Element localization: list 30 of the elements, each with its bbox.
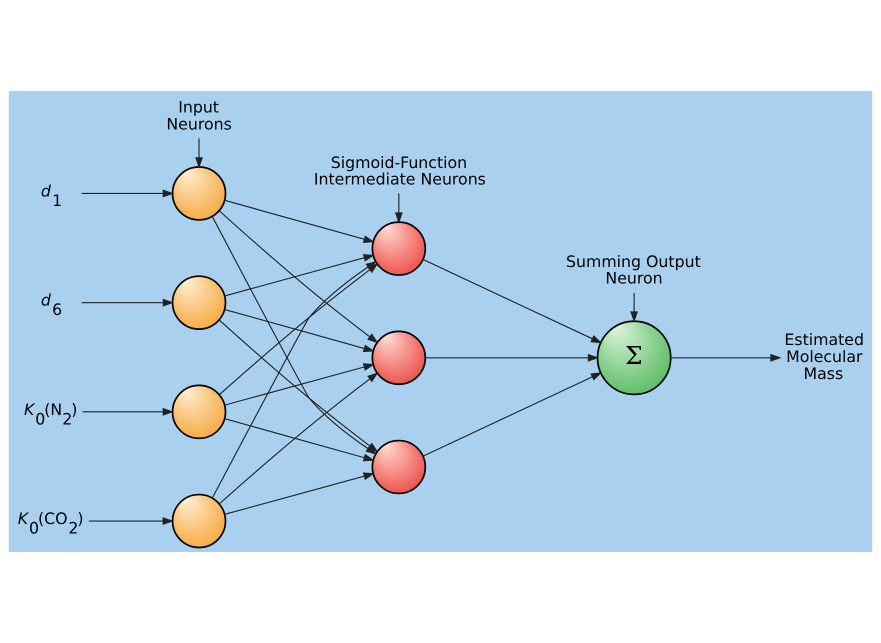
arrow xyxy=(422,372,602,457)
arrow xyxy=(425,354,600,362)
node-circle xyxy=(172,166,226,221)
node-circle xyxy=(172,494,226,548)
arrow xyxy=(224,254,375,296)
arrow xyxy=(82,298,174,307)
arrow xyxy=(224,363,375,406)
node-text: Estimated Molecular Mass xyxy=(784,330,864,383)
node-circle xyxy=(372,221,426,276)
node-circle xyxy=(172,384,226,440)
arrow xyxy=(224,418,375,462)
arrow xyxy=(82,190,174,198)
arrow xyxy=(394,194,403,224)
arrow xyxy=(224,308,375,352)
node-circle xyxy=(372,440,426,494)
node-text: Summing Output Neuron xyxy=(566,252,701,288)
node-text: Sigmoid-Function Intermediate Neurons xyxy=(314,152,486,189)
arrow xyxy=(195,138,203,169)
node-circle xyxy=(372,330,426,386)
arrow xyxy=(224,472,375,515)
arrow xyxy=(670,354,782,362)
arrow xyxy=(422,258,602,344)
arrow xyxy=(88,517,174,525)
arrow xyxy=(82,408,174,416)
node-text: Input Neurons xyxy=(166,98,232,134)
arrow xyxy=(630,292,638,323)
arrow xyxy=(224,200,375,243)
node-circle: Σ xyxy=(596,320,672,396)
arrow xyxy=(218,320,378,453)
node-circle xyxy=(172,275,226,330)
